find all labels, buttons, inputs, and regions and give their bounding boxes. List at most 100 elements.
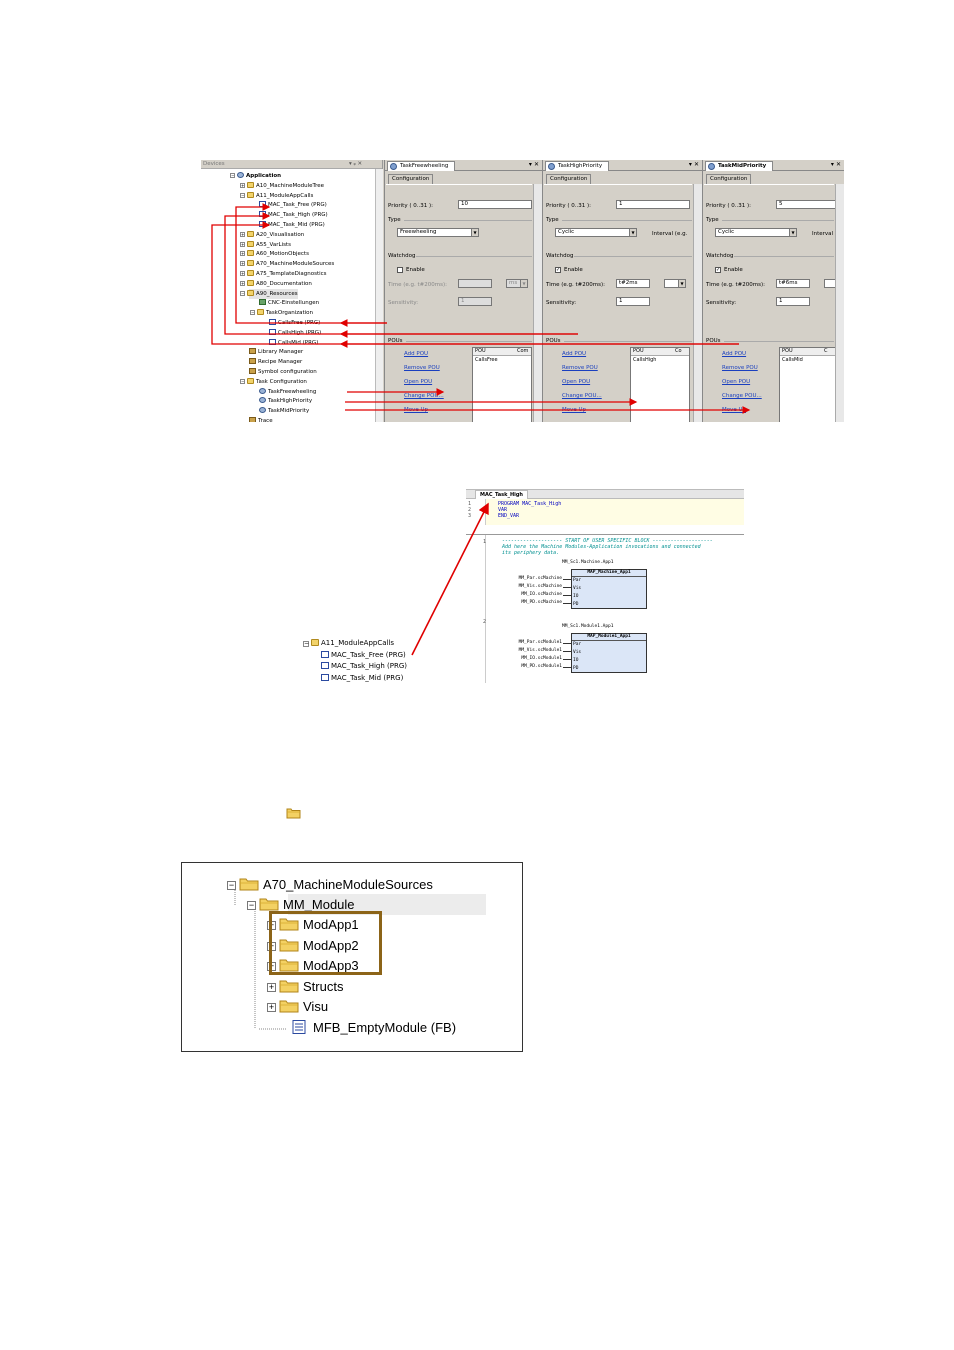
- expand-toggle-icon[interactable]: +: [240, 241, 245, 247]
- panel-pin-icon[interactable]: ▾ ᵩ ✕: [349, 161, 363, 167]
- watchdog-time-input[interactable]: t#2ms: [616, 279, 650, 288]
- tree-item[interactable]: −Application: [230, 171, 281, 181]
- close-icon[interactable]: ▾ ✕: [688, 161, 699, 168]
- tree-item-label: Visu: [303, 999, 329, 1014]
- tree-item[interactable]: +A10_MachineModuleTree: [240, 181, 324, 191]
- tree-item[interactable]: MAC_Task_High (PRG): [321, 661, 407, 672]
- configuration-tab[interactable]: Configuration: [388, 174, 434, 184]
- tree-item[interactable]: −TaskOrganization: [250, 308, 313, 318]
- sensitivity-input[interactable]: 1: [776, 297, 810, 306]
- type-select[interactable]: Cyclic▼: [715, 228, 797, 237]
- pou-action-link[interactable]: Change POU...: [722, 393, 762, 399]
- pou-action-link[interactable]: Add POU: [562, 351, 587, 357]
- tree-item[interactable]: Recipe Manager: [249, 357, 302, 367]
- task-tab[interactable]: TaskFreewheeling: [387, 161, 456, 171]
- task-tab[interactable]: TaskMidPriority: [705, 161, 774, 171]
- expand-toggle-icon[interactable]: −: [240, 290, 245, 296]
- time-unit-select[interactable]: ms▼: [506, 279, 528, 288]
- expand-toggle-icon[interactable]: −: [240, 192, 245, 198]
- pou-action-link[interactable]: Add POU: [404, 351, 429, 357]
- editor-splitter[interactable]: [466, 534, 744, 535]
- expand-toggle-icon[interactable]: +: [240, 182, 245, 188]
- tree-item[interactable]: TaskMidPriority: [259, 406, 309, 416]
- expand-toggle-icon[interactable]: +: [240, 280, 245, 286]
- expand-icon[interactable]: +: [267, 1002, 276, 1012]
- sensitivity-input[interactable]: 1: [616, 297, 650, 306]
- tree-item[interactable]: −Task Configuration: [240, 377, 307, 387]
- expand-icon[interactable]: +: [267, 982, 276, 992]
- pou-list-row[interactable]: CallsFree: [475, 357, 498, 363]
- tree-item[interactable]: Library Manager: [249, 347, 303, 357]
- expand-toggle-icon[interactable]: −: [250, 310, 255, 316]
- pou-action-link[interactable]: Change POU...: [562, 393, 602, 399]
- tree-item[interactable]: TaskHighPriority: [259, 396, 312, 406]
- tree-item[interactable]: +A60_MotionObjects: [240, 249, 309, 259]
- close-icon[interactable]: ▾ ✕: [528, 161, 539, 168]
- watchdog-time-input[interactable]: [458, 279, 492, 288]
- panel-scrollbar[interactable]: [835, 184, 844, 422]
- collapse-icon[interactable]: −: [227, 880, 236, 890]
- tree-item[interactable]: +Structs: [267, 977, 343, 997]
- tree-item[interactable]: −A70_MachineModuleSources: [227, 875, 433, 895]
- priority-input[interactable]: 1: [616, 200, 690, 209]
- pou-action-link[interactable]: Open POU: [562, 379, 591, 385]
- devices-scrollbar[interactable]: [375, 169, 383, 422]
- expand-toggle-icon[interactable]: −: [240, 378, 245, 384]
- enable-checkbox[interactable]: ✓: [555, 267, 561, 273]
- expand-toggle-icon[interactable]: +: [240, 271, 245, 276]
- enable-checkbox[interactable]: ✓: [715, 267, 721, 273]
- pou-action-link[interactable]: Open POU: [722, 379, 751, 385]
- pou-list-row[interactable]: CallsMid: [782, 357, 803, 363]
- tree-item[interactable]: −A11_ModuleAppCalls: [303, 638, 394, 649]
- tree-item[interactable]: +A70_MachineModuleSources: [240, 259, 334, 269]
- type-select[interactable]: Cyclic▼: [555, 228, 637, 237]
- editor-tab[interactable]: MAC_Task_High: [475, 490, 528, 500]
- tree-item[interactable]: +A75_TemplateDiagnostics: [240, 269, 327, 279]
- enable-checkbox[interactable]: [397, 267, 403, 273]
- type-select[interactable]: Freewheeling▼: [397, 228, 479, 237]
- tree-item[interactable]: +A55_VarLists: [240, 240, 291, 250]
- configuration-tab[interactable]: Configuration: [546, 174, 592, 184]
- pou-action-link[interactable]: Remove POU: [562, 365, 598, 371]
- close-icon[interactable]: ▾ ✕: [830, 161, 841, 168]
- collapse-icon[interactable]: −: [247, 900, 256, 910]
- priority-input[interactable]: 10: [458, 200, 532, 209]
- expand-toggle-icon[interactable]: −: [230, 173, 235, 178]
- tree-item[interactable]: −MM_Module: [247, 895, 355, 915]
- time-unit-select[interactable]: ▼: [664, 279, 686, 288]
- expand-toggle-icon[interactable]: +: [240, 261, 245, 267]
- tree-item[interactable]: Symbol configuration: [249, 367, 317, 377]
- watchdog-group-label: Watchdog: [388, 253, 416, 259]
- tree-item[interactable]: CNC-Einstellungen: [259, 298, 319, 308]
- tree-item[interactable]: MAC_Task_Mid (PRG): [321, 673, 403, 684]
- configuration-tab[interactable]: Configuration: [706, 174, 752, 184]
- panel-scrollbar[interactable]: [533, 184, 542, 422]
- tree-item[interactable]: −A90_Resources: [240, 288, 298, 299]
- sensitivity-input[interactable]: 1: [458, 297, 492, 306]
- watchdog-time-input[interactable]: t#6ms: [776, 279, 810, 288]
- pou-action-link[interactable]: Change POU...: [404, 393, 444, 399]
- priority-input[interactable]: 5: [776, 200, 844, 209]
- collapse-toggle-icon[interactable]: −: [303, 640, 310, 647]
- tree-item[interactable]: Trace: [249, 416, 273, 422]
- pou-action-link[interactable]: Open POU: [404, 379, 433, 385]
- pou-list-row[interactable]: CallsHigh: [633, 357, 657, 363]
- pou-action-link[interactable]: Remove POU: [404, 365, 440, 371]
- tree-item[interactable]: −A11_ModuleAppCalls: [240, 191, 313, 201]
- task-tab[interactable]: TaskHighPriority: [545, 161, 610, 171]
- expand-toggle-icon[interactable]: +: [240, 231, 245, 237]
- tree-item[interactable]: MFB_EmptyModule (FB): [289, 1018, 456, 1038]
- expand-toggle-icon[interactable]: +: [240, 251, 245, 257]
- tree-item[interactable]: +A20_Visualisation: [240, 230, 304, 240]
- pou-action-link[interactable]: Add POU: [722, 351, 747, 357]
- pou-action-link[interactable]: Remove POU: [722, 365, 758, 371]
- tree-item[interactable]: + Visu: [267, 997, 328, 1017]
- panel-scrollbar[interactable]: [693, 184, 702, 422]
- tree-item[interactable]: MAC_Task_Free (PRG): [321, 650, 406, 661]
- tree-item[interactable]: +A80_Documentation: [240, 279, 312, 289]
- tree-item[interactable]: TaskFreewheeling: [259, 387, 316, 397]
